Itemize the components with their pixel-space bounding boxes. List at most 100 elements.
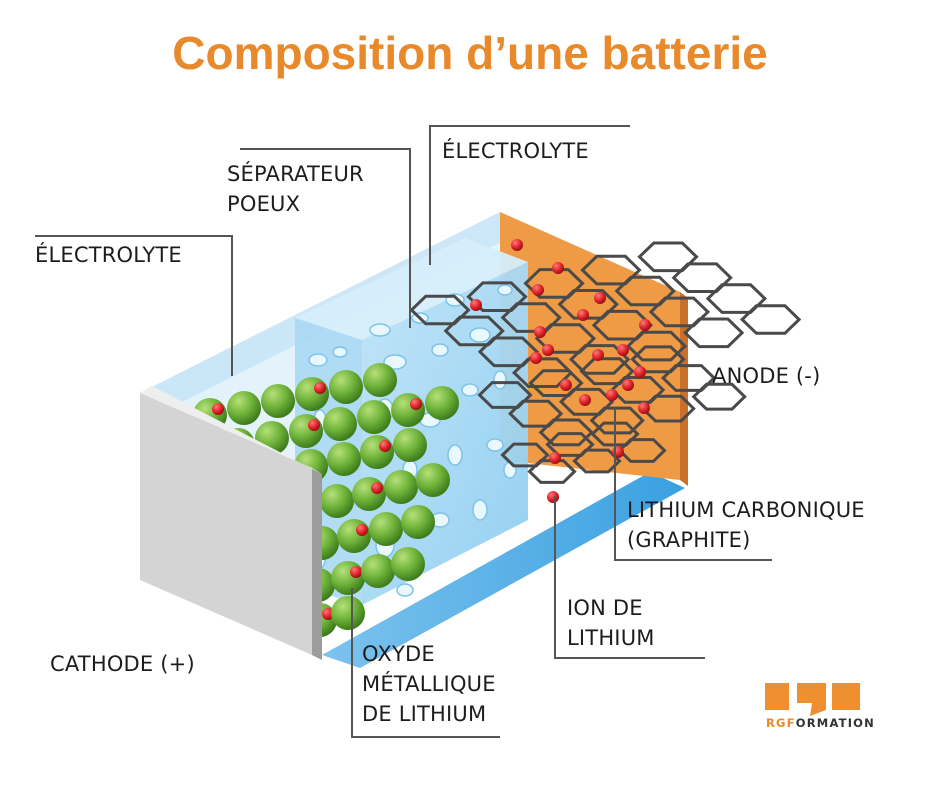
graphite-hexagon [671, 262, 733, 293]
logo-block-3 [832, 683, 860, 710]
separator-pore [308, 353, 328, 367]
lithium-ion [606, 389, 618, 401]
metal-oxide-sphere [331, 561, 365, 595]
graphite-hexagon [527, 459, 577, 484]
leader-ion [554, 496, 705, 659]
label-graphite-line2: (GRAPHITE) [627, 528, 751, 552]
graphite-hexagon [625, 330, 688, 362]
separator-pore [369, 323, 391, 337]
lithium-ion [638, 402, 650, 414]
logo-block-1 [765, 683, 789, 710]
graphite-hexagon [637, 241, 699, 273]
separator-pore [472, 499, 488, 521]
graphite-hexagon [538, 418, 594, 447]
graphite-hexagon [511, 357, 574, 388]
metal-oxide-sphere [401, 505, 435, 539]
label-ion-line1: ION DE [567, 596, 643, 620]
rgformation-logo [765, 683, 860, 716]
lithium-ion [410, 398, 422, 410]
label-oxide-line1: OXYDE [362, 642, 435, 666]
separator-pore [383, 354, 407, 370]
label-anode: ANODE (-) [712, 364, 821, 388]
metal-oxide-sphere [361, 554, 395, 588]
page-title: Composition d’une batterie [172, 27, 768, 79]
lithium-ion [308, 419, 320, 431]
graphite-hexagon [682, 317, 745, 349]
label-separator-line1: SÉPARATEUR [227, 162, 364, 186]
lithium-ion [594, 292, 606, 304]
lithium-ion [612, 446, 624, 458]
lithium-ion [542, 344, 554, 356]
graphite-hexagon [739, 304, 802, 335]
lithium-ion [552, 262, 564, 274]
leader-oxide [351, 588, 500, 738]
lithium-ion [577, 309, 589, 321]
metal-oxide-sphere [416, 463, 450, 497]
logo-block-2 [797, 683, 826, 716]
metal-oxide-sphere [369, 512, 403, 546]
label-ion-line2: LITHIUM [567, 626, 655, 650]
separator-pore [461, 383, 479, 397]
lithium-ion [371, 482, 383, 494]
logo-text-accent: RGF [766, 716, 796, 730]
lithium-ion [379, 440, 391, 452]
separator-pore [332, 346, 348, 358]
separator-top [295, 238, 528, 340]
metal-oxide-sphere [337, 519, 371, 553]
lithium-ion [639, 319, 651, 331]
leader-graphite [614, 408, 772, 561]
label-cathode: CATHODE (+) [50, 652, 195, 676]
cathode-plate [140, 393, 312, 655]
separator-pore [497, 284, 513, 296]
lithium-ion [350, 566, 362, 578]
label-oxide-line3: DE LITHIUM [362, 702, 487, 726]
graphite-hexagon [568, 344, 631, 375]
anode-lithium-ions [470, 239, 651, 503]
metal-oxide-sphere [295, 377, 329, 411]
electrolyte-floor [322, 472, 685, 668]
graphite-hexagon [589, 406, 645, 435]
metal-oxide-sphere [331, 596, 365, 630]
lithium-ion [549, 452, 561, 464]
label-electrolyte-top: ÉLECTROLYTE [442, 139, 589, 163]
metal-oxide-sphere [352, 477, 386, 511]
cathode-plate-top [140, 386, 322, 474]
lithium-ion [592, 349, 604, 361]
separator-pore [396, 583, 414, 597]
lithium-ion [579, 394, 591, 406]
separator-pore [447, 444, 463, 466]
metal-oxide-sphere [289, 414, 323, 448]
lithium-ion [356, 524, 368, 536]
lithium-ion [617, 344, 629, 356]
metal-oxide-sphere [384, 470, 418, 504]
metal-oxide-sphere [320, 484, 354, 518]
metal-oxide-sphere [393, 428, 427, 462]
label-electrolyte-left: ÉLECTROLYTE [35, 243, 182, 267]
metal-oxide-sphere [363, 363, 397, 397]
metal-oxide-sphere [323, 407, 357, 441]
metal-oxide-sphere [357, 400, 391, 434]
lithium-ion [547, 491, 559, 503]
separator-pore [469, 327, 491, 343]
metal-oxide-sphere [329, 370, 363, 404]
metal-oxide-sphere [327, 442, 361, 476]
lithium-ion [622, 379, 634, 391]
leader-electrolyte-left [35, 235, 233, 376]
separator-pore [431, 343, 449, 357]
lithium-ion [314, 382, 326, 394]
leader-separator [240, 148, 411, 328]
lithium-ion [534, 326, 546, 338]
lithium-ion [511, 239, 523, 251]
leader-electrolyte-top [429, 125, 630, 265]
lithium-ion [532, 284, 544, 296]
graphite-hexagon [705, 283, 768, 314]
graphite-hexagon [691, 382, 747, 411]
metal-oxide-sphere [261, 384, 295, 418]
metal-oxide-sphere [425, 386, 459, 420]
lithium-ion [530, 352, 542, 364]
lithium-ion [470, 299, 482, 311]
lithium-ion [634, 366, 646, 378]
lithium-ion [322, 608, 334, 620]
lithium-ion [212, 403, 224, 415]
metal-oxide-sphere [391, 547, 425, 581]
